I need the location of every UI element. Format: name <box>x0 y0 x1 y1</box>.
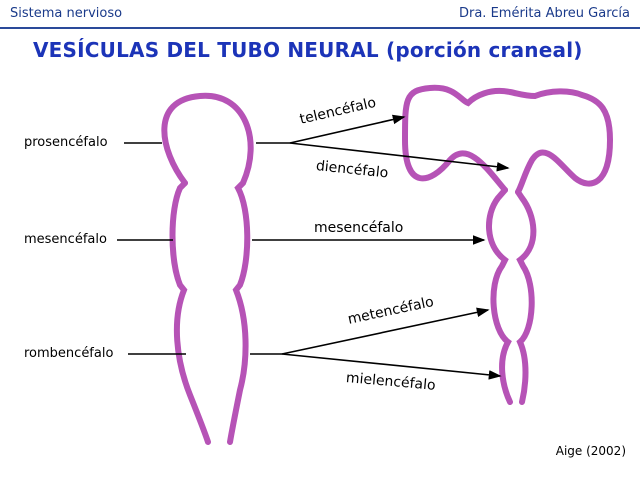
five-vesicle-tube <box>401 84 614 405</box>
label-lines <box>117 142 290 355</box>
label-prosencefalo: prosencéfalo <box>24 135 108 150</box>
page-title: VESÍCULAS DEL TUBO NEURAL (porción crane… <box>33 38 583 62</box>
label-rombencefalo: rombencéfalo <box>24 346 114 361</box>
three-vesicle-tube <box>161 92 254 445</box>
header-divider <box>0 27 640 29</box>
source-credit: Aige (2002) <box>555 444 626 458</box>
header-subject: Sistema nervioso <box>10 6 123 21</box>
label-mesencefalo-right: mesencéfalo <box>314 220 404 236</box>
label-mesencefalo-left: mesencéfalo <box>24 232 107 247</box>
header-author: Dra. Emérita Abreu García <box>458 6 630 21</box>
arrows <box>281 114 510 380</box>
